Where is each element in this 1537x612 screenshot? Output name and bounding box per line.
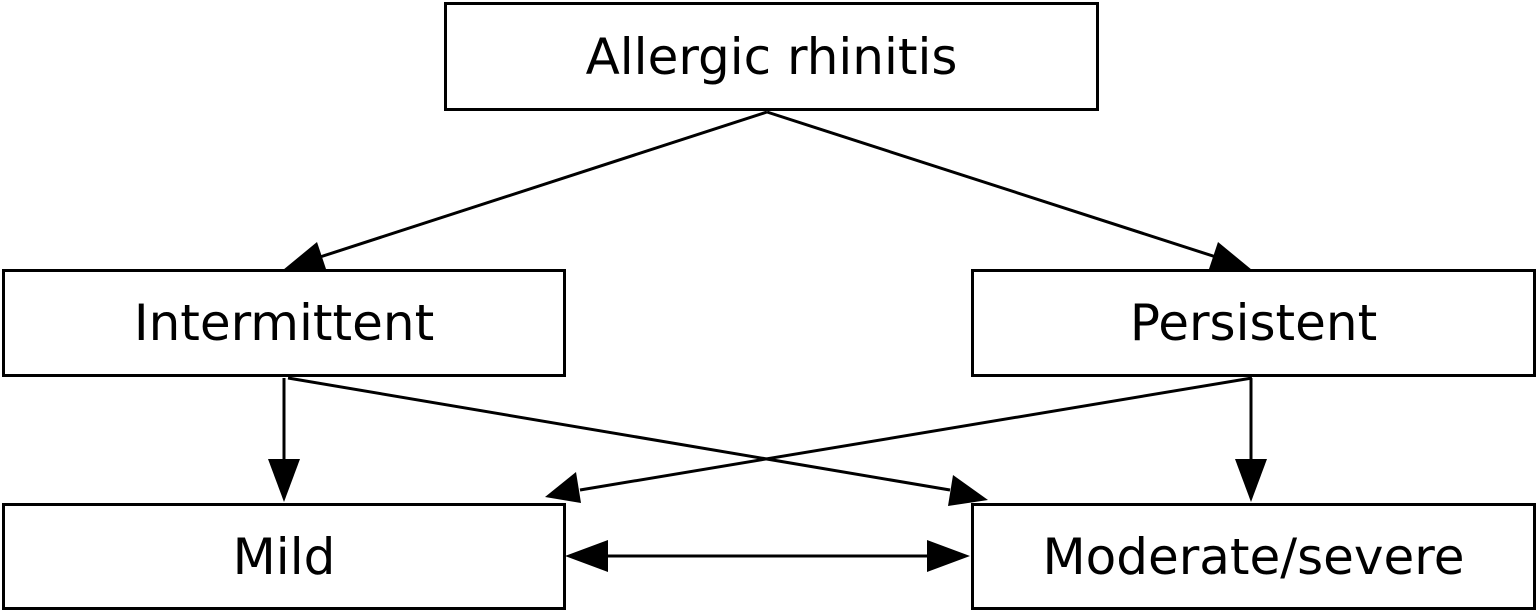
node-persistent: Persistent	[971, 269, 1536, 377]
edge-persistent-to-mild	[579, 376, 1253, 492]
node-moderate-severe: Moderate/severe	[971, 503, 1536, 610]
arrowhead-intermittent	[283, 242, 326, 270]
edge-intermittent-to-moderate	[287, 376, 951, 492]
node-label-moderate-severe: Moderate/severe	[1042, 527, 1465, 586]
arrowhead-moderate-from-persistent	[1235, 459, 1267, 502]
arrowhead-moderate-right	[927, 540, 970, 572]
arrowhead-mild-from-persistent	[545, 472, 581, 503]
node-label-intermittent: Intermittent	[133, 294, 435, 352]
arrowhead-mild-from-intermittent	[268, 459, 300, 502]
node-mild: Mild	[2, 503, 566, 610]
arrowhead-persistent	[1209, 242, 1252, 270]
arrowhead-moderate-from-intermittent	[948, 475, 988, 506]
node-label-allergic-rhinitis: Allergic rhinitis	[585, 27, 958, 86]
node-allergic-rhinitis: Allergic rhinitis	[444, 2, 1099, 111]
node-label-persistent: Persistent	[1129, 294, 1378, 352]
node-label-mild: Mild	[232, 527, 336, 586]
node-intermittent: Intermittent	[2, 269, 566, 377]
edge-root-to-persistent	[766, 110, 1217, 259]
arrowhead-mild-left	[565, 540, 608, 572]
edge-root-to-intermittent	[319, 110, 768, 259]
